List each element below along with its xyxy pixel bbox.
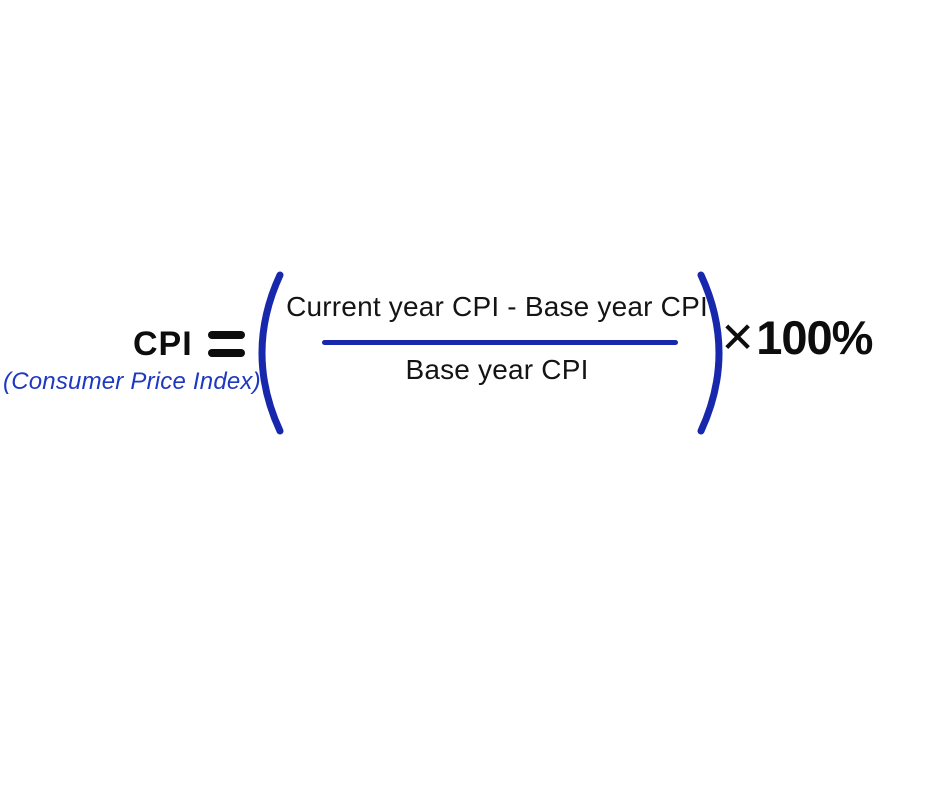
fraction-bar [322, 340, 678, 345]
multiply-icon: ✕ [720, 312, 756, 362]
equals-sign: = [208, 331, 245, 357]
fraction-numerator: Current year CPI - Base year CPI [286, 291, 708, 322]
equals-bar-top [208, 331, 245, 339]
cpi-symbol: CPI [133, 325, 193, 363]
left-parenthesis-icon [258, 271, 284, 435]
multiplier-value: 100% [756, 311, 873, 364]
cpi-full-name: (Consumer Price Index) [3, 368, 261, 395]
right-parenthesis-icon [697, 271, 723, 435]
fraction-denominator: Base year CPI [405, 354, 589, 385]
equals-bar-bottom [208, 349, 245, 357]
multiplier-expression: ✕ 100% [720, 311, 873, 364]
